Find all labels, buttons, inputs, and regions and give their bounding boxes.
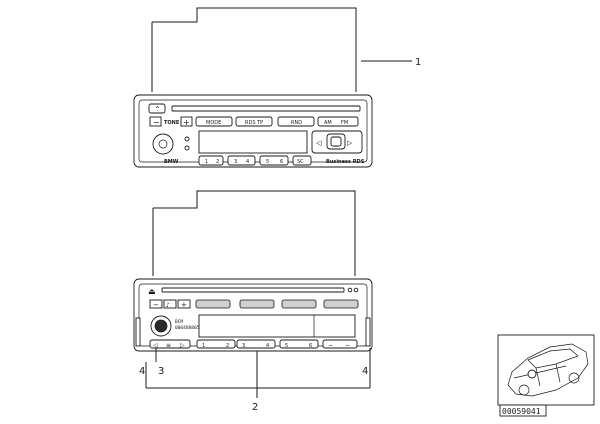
radio-2-volume-down-button[interactable]: [149, 299, 163, 309]
radio-2-preset-3-4[interactable]: [236, 339, 276, 349]
radio-2-volume-up-button[interactable]: [177, 299, 191, 309]
vehicle-location-thumbnail: 00059041: [497, 334, 595, 417]
radio-1-tone-minus[interactable]: [149, 116, 162, 127]
callout-3: 3: [158, 366, 164, 377]
radio-2-scan-label: −: [345, 342, 350, 349]
radio-1-model: Business RDS: [326, 159, 365, 165]
seek-left-icon[interactable]: ◁: [316, 139, 322, 147]
radio-2-chassis: [152, 190, 356, 276]
menu-icon: ≡: [166, 342, 171, 349]
radio-1-eject-glyph: ⌃: [154, 105, 161, 114]
radio-2-preset-label: 5: [285, 343, 288, 349]
radio-2-function-button-4[interactable]: [323, 299, 359, 309]
car-silhouette-icon: [507, 343, 589, 397]
radio-2-preset-label: 1: [202, 343, 205, 349]
radio-1-tuner-rocker-center: [330, 136, 342, 147]
radio-1-mode-label: MODE: [206, 120, 221, 126]
radio-1-sc-button[interactable]: [292, 155, 312, 166]
radio-2-function-button-3[interactable]: [281, 299, 317, 309]
car-wheel-icon: [518, 384, 530, 396]
radio-2-preset-label: 6: [309, 343, 312, 349]
radio-1-preset-label: 5: [266, 159, 269, 165]
radio-1-rnd-label: RND: [291, 120, 302, 126]
radio-2-scan-button[interactable]: [322, 339, 358, 349]
car-wheel-icon: [568, 372, 580, 384]
radio-2-preset-5-6[interactable]: [279, 339, 319, 349]
radio-2-serial-line-1: BCM: [175, 319, 183, 325]
radio-1-preset-label: 6: [280, 159, 283, 165]
radio-1-am-fm-button[interactable]: [317, 116, 359, 127]
radio-1-preset-5-6[interactable]: [259, 155, 289, 166]
radio-2-preset-label: 4: [266, 343, 269, 349]
radio-2-indicator-led: [347, 287, 353, 293]
radio-1-rnd-button[interactable]: [277, 116, 315, 127]
radio-1-am-label: AM: [324, 120, 332, 126]
radio-1-rds-tp-button[interactable]: [235, 116, 273, 127]
radio-2-preset-label: 3: [242, 343, 245, 349]
thumbnail-caption-box: [499, 404, 547, 417]
radio-2-plus-label: +: [181, 301, 187, 309]
thumbnail-image-code: 00059041: [502, 407, 541, 416]
radio-1-tone-minus-label: −: [153, 118, 160, 127]
radio-1-brand: BMW: [164, 159, 179, 165]
thumbnail-frame: [497, 334, 595, 406]
car-hood-line: [513, 365, 567, 379]
radio-1-cd-slot: [171, 105, 361, 112]
radio-2-scan-label: −: [328, 342, 333, 349]
seek-right-icon[interactable]: ▷: [347, 139, 353, 147]
radio-1-volume-knob[interactable]: [152, 133, 174, 155]
radio-1-preset-label: 4: [246, 159, 249, 165]
radio-2-cd-slot: [161, 287, 345, 293]
seek-right-icon: ▷: [180, 342, 185, 349]
car-side-line: [535, 363, 561, 387]
radio-2-serial-line-2: 000488805: [175, 325, 200, 331]
radio-1-volume-knob-center: [158, 139, 168, 149]
radio-2-left-button-group[interactable]: [149, 339, 191, 349]
radio-2-preset-1-2[interactable]: [196, 339, 236, 349]
radio-2-speaker-button[interactable]: [163, 299, 177, 309]
radio-location-marker: [527, 369, 537, 379]
radio-1-display: [198, 130, 308, 154]
radio-1-mode-button[interactable]: [195, 116, 233, 127]
callout-4-right: 4: [362, 366, 368, 377]
radio-2-function-button-1[interactable]: [195, 299, 231, 309]
radio-1-fm-label: FM: [341, 120, 348, 126]
radio-1-sc-label: SC: [297, 159, 304, 165]
radio-2-indicator-led: [353, 287, 359, 293]
seek-left-icon: ◁: [153, 342, 158, 349]
radio-unit-2: ⏏ − ♪ + BCM 000488805 ◁ ≡ ▷ 1 2 3 4: [133, 190, 373, 352]
radio-1-eject-button[interactable]: [148, 103, 166, 114]
callout-1: 1: [415, 57, 421, 68]
callout-4-left: 4: [139, 366, 145, 377]
radio-1-chassis: [151, 7, 357, 92]
mounting-bracket-left: [135, 317, 141, 347]
radio-2-function-button-2[interactable]: [239, 299, 275, 309]
radio-2-minus-label: −: [153, 301, 159, 309]
radio-1-tone-plus[interactable]: [180, 116, 193, 127]
radio-2-volume-knob-center: [154, 319, 168, 333]
radio-1-tone-label: TONE: [164, 120, 180, 126]
radio-1-preset-label: 2: [216, 159, 219, 165]
radio-1-preset-label: 3: [234, 159, 237, 165]
radio-1-tone-plus-label: +: [183, 118, 190, 127]
radio-unit-1: ⌃ − TONE + MODE RDS TP RND AM FM ◁ ▷ BMW…: [133, 7, 373, 168]
radio-1-rds-tp-label: RDS TP: [245, 120, 263, 126]
radio-2-preset-label: 2: [226, 343, 229, 349]
radio-1-preset-label: 1: [205, 159, 208, 165]
callout-2: 2: [252, 402, 258, 413]
radio-2-eject-icon[interactable]: ⏏: [148, 287, 156, 296]
radio-1-indicator-led: [184, 145, 190, 151]
speaker-icon: ♪: [166, 302, 170, 309]
radio-1-indicator-led: [184, 136, 190, 142]
radio-1-preset-3-4[interactable]: [227, 155, 256, 166]
radio-1-preset-1-2[interactable]: [198, 155, 224, 166]
radio-2-display: [198, 314, 356, 338]
mounting-bracket-right: [365, 317, 371, 347]
